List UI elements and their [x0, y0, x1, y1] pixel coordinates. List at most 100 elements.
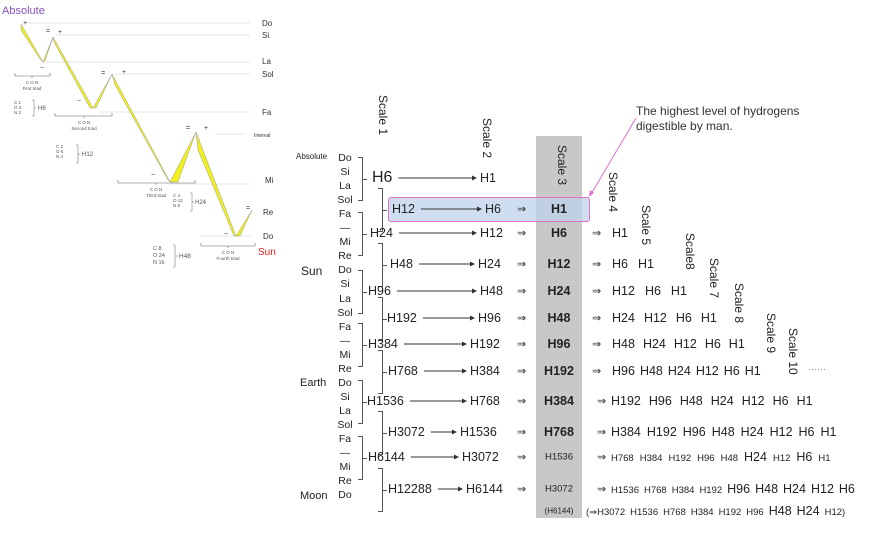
plus-sign: + [58, 29, 62, 36]
scale-value: H6 [612, 257, 628, 271]
arrow-symbol: ⇒ [597, 426, 607, 439]
triad-label: Second triad [71, 126, 97, 131]
scale3-value: H1 [551, 202, 567, 216]
note-label: La [339, 404, 351, 417]
scale-value: H1 [670, 284, 687, 298]
scale2-value: H12 [480, 226, 503, 240]
note-label: Si [340, 278, 350, 291]
comp-row: C 1 [14, 100, 22, 105]
arrow-symbol: ⇒ [517, 426, 527, 439]
scale1-value: H96 [368, 284, 391, 298]
note-group-bracket [358, 270, 367, 314]
scale-label: Scale 9 [764, 313, 778, 354]
comp-row: O 24 [153, 253, 165, 259]
scale-value: H12 [769, 425, 793, 439]
scale2-value: H384 [470, 364, 500, 378]
arrow-symbol: ⇒ [592, 338, 602, 351]
scale-value: (⇒H3072 [586, 507, 626, 518]
comp-h: H6 [38, 106, 46, 112]
plus-sign: + [204, 125, 208, 132]
scale-value: H384 [639, 453, 663, 464]
annotation: The highest level of hydrogens digestibl… [636, 104, 799, 134]
minus-sign: − [40, 65, 44, 72]
triad-brackets [14, 73, 256, 248]
equals-sign: = [186, 125, 190, 132]
scale-value: H384 [690, 507, 714, 518]
plus-sign: + [122, 69, 126, 76]
scale2-value: H6 [485, 202, 501, 216]
scale-value: H96 [746, 507, 764, 518]
triad-label: First triad [23, 86, 42, 91]
note-group-bracket [378, 243, 387, 287]
region-earth: Earth [300, 377, 327, 389]
compositions: C 1 O 3 N 2 H6 C 2 O 6 N 4 H12 C 4 O 12 … [14, 99, 207, 268]
region-absolute: Absolute [296, 152, 328, 161]
scale3-value: (H6144) [544, 506, 574, 516]
scale1-value: H3072 [388, 425, 425, 439]
note-do-bottom: Do [263, 232, 274, 241]
scale2-value: H1 [480, 171, 496, 185]
comp-row: C 8 [153, 246, 162, 252]
scale-value: H1 [612, 226, 628, 240]
minus-sign: − [224, 231, 228, 238]
scale3-value: H48 [547, 311, 571, 325]
more-scales-ellipsis: …… [808, 362, 826, 372]
note-group-bracket [358, 436, 367, 480]
scale-value: H12 [741, 394, 765, 408]
note-label: — [339, 222, 351, 235]
scale-value: H96 [648, 394, 672, 408]
scale-value: H24 [642, 337, 666, 351]
scale-value: H96 [612, 364, 635, 378]
arrow-symbol: ⇒ [517, 365, 527, 378]
note-label: Do [338, 152, 352, 164]
arrow-symbol: ⇒ [592, 258, 602, 271]
note-label: — [339, 447, 351, 460]
comp-h: H48 [179, 253, 191, 260]
arrowhead-icon [454, 454, 459, 460]
region-moon: Moon [300, 490, 328, 502]
scale-value: H6 [796, 450, 813, 464]
comp-row: N 16 [153, 260, 165, 266]
scale-values-row: H6 H1 [612, 257, 654, 271]
scale3-value: H384 [544, 394, 574, 408]
arrow-symbol: ⇒ [517, 395, 527, 408]
comp-row: O 12 [173, 198, 183, 203]
note-label: Do [338, 264, 352, 277]
scale-value: H1 [637, 257, 654, 271]
arrowhead-icon [462, 368, 467, 374]
scale-value: H48 [679, 394, 703, 408]
scale-value: H48 [711, 425, 735, 439]
note-group-bracket [358, 212, 367, 256]
scale-value: H48 [755, 482, 779, 496]
region-sun: Sun [301, 264, 323, 278]
scale3-value: H6 [551, 226, 567, 240]
scale-label: Scale8 [683, 233, 697, 270]
scale2-value: H1536 [460, 425, 497, 439]
note-mi: Mi [265, 176, 274, 185]
arrow-symbol: ⇒ [517, 338, 527, 351]
scale-value: H1536 [630, 507, 659, 518]
note-group-bracket [358, 323, 367, 367]
arrowhead-icon [462, 398, 467, 404]
comp-row: O 6 [56, 149, 64, 154]
scale-value: H6 [798, 425, 815, 439]
note-labels: Do Si La Sol Fa Interval Mi Re Do Sun [254, 19, 276, 258]
scale-values-row: H1 [612, 226, 628, 240]
scale-value: H24 [710, 394, 734, 408]
scale-label: Scale 4 [606, 172, 620, 213]
note-group-bracket [358, 157, 367, 201]
note-group-bracket [378, 350, 387, 394]
annotation-line: The highest level of hydrogens [636, 104, 800, 118]
scale3-value: H192 [544, 364, 574, 378]
scale-value: H1 [796, 394, 813, 408]
scale-value: H12 [612, 284, 635, 298]
scale-value: H1 [728, 337, 745, 351]
scale-value: H12) [824, 507, 846, 518]
note-label: Mi [339, 236, 351, 249]
equals-sign: = [46, 28, 50, 35]
equals-sign: = [246, 205, 250, 212]
scale3-value: H12 [547, 257, 571, 271]
